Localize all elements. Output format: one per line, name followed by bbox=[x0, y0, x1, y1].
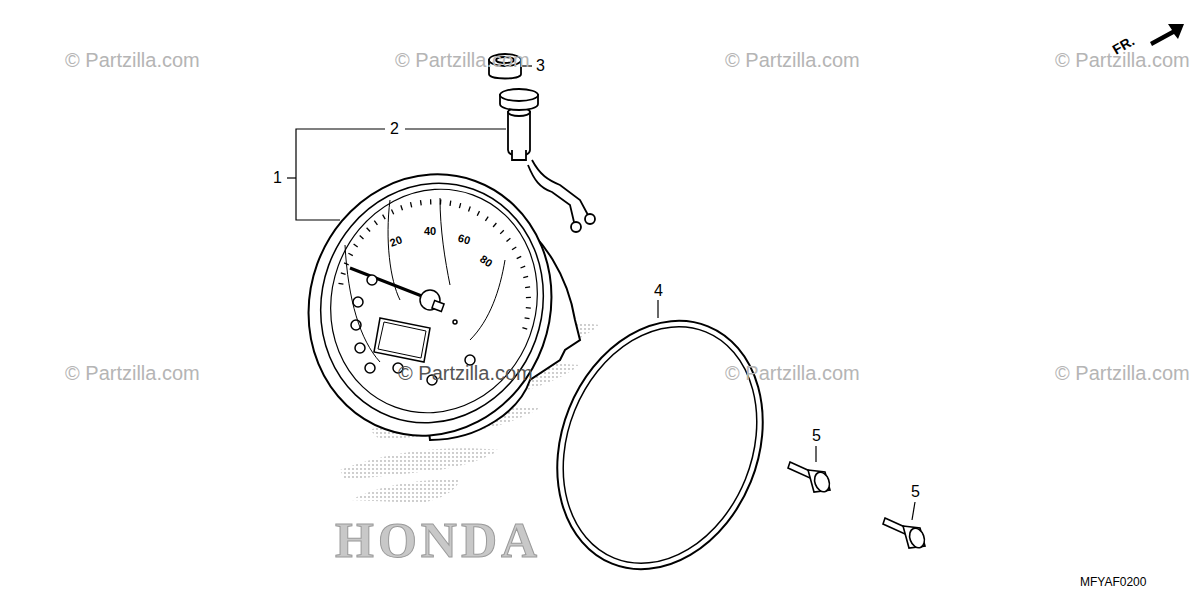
watermark: © Partzilla.com bbox=[65, 50, 200, 70]
tick-mark bbox=[420, 200, 422, 205]
meter-bezel bbox=[272, 140, 588, 470]
meter-details bbox=[345, 198, 505, 385]
tick-mark bbox=[430, 199, 431, 204]
bulb-socket bbox=[500, 89, 595, 232]
tick-mark bbox=[512, 247, 516, 250]
tick-mark bbox=[507, 238, 511, 241]
tick-mark bbox=[493, 223, 496, 227]
watermark: © Partzilla.com bbox=[398, 363, 533, 383]
watermark: © Partzilla.com bbox=[65, 363, 200, 383]
tick-mark bbox=[392, 210, 394, 215]
tick-mark bbox=[523, 276, 528, 277]
tick-mark bbox=[374, 221, 377, 225]
callout-number: 2 bbox=[389, 121, 400, 137]
callout-number: 3 bbox=[535, 58, 546, 74]
watermark: © Partzilla.com bbox=[395, 50, 530, 70]
tick-mark bbox=[469, 207, 471, 212]
tick-mark bbox=[526, 307, 531, 309]
tick-mark bbox=[383, 215, 386, 220]
tick-mark bbox=[411, 202, 412, 207]
tick-mark bbox=[500, 230, 504, 234]
drawing-code: MFYAF0200 bbox=[1080, 576, 1146, 588]
tick-mark bbox=[485, 217, 488, 221]
tick-mark bbox=[477, 211, 479, 216]
watermark: © Partzilla.com bbox=[725, 50, 860, 70]
tick-mark bbox=[367, 228, 371, 232]
tick-mark bbox=[521, 266, 526, 268]
callout-number: 5 bbox=[811, 428, 822, 444]
tick-mark bbox=[525, 286, 530, 288]
tick-mark bbox=[449, 201, 451, 206]
callout-number: 5 bbox=[910, 484, 921, 500]
callout-number: 4 bbox=[653, 283, 664, 299]
tick-mark bbox=[517, 256, 522, 258]
tick-mark bbox=[522, 328, 527, 330]
tick-mark bbox=[354, 244, 358, 247]
watermark: © Partzilla.com bbox=[1055, 363, 1190, 383]
tick-mark bbox=[360, 236, 364, 239]
dial-number: 40 bbox=[424, 226, 436, 237]
logo-text: HONDA bbox=[335, 515, 541, 565]
watermark: © Partzilla.com bbox=[725, 363, 860, 383]
leader-lines bbox=[287, 66, 915, 520]
tick-mark bbox=[525, 317, 530, 319]
tick-mark bbox=[341, 273, 346, 275]
callout-number: 1 bbox=[272, 170, 283, 186]
tick-mark bbox=[348, 253, 352, 255]
tick-mark bbox=[526, 297, 531, 299]
dial-ticks bbox=[339, 199, 531, 329]
tick-mark bbox=[459, 203, 460, 208]
screw bbox=[788, 462, 927, 550]
tick-mark bbox=[339, 283, 344, 285]
front-arrow bbox=[1150, 24, 1184, 46]
tick-mark bbox=[401, 205, 403, 210]
